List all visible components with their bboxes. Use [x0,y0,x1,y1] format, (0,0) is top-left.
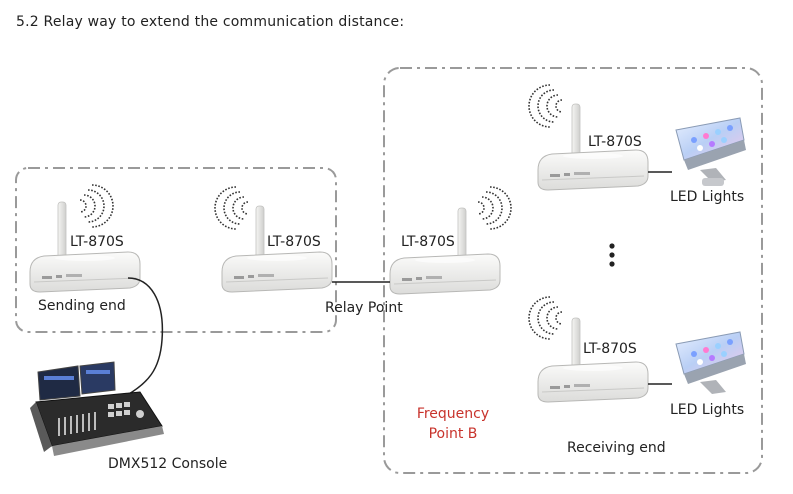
wireless-waves-icon [214,186,249,230]
antenna [57,201,67,259]
sending-end-label: Sending end [38,298,126,314]
device-receiver-2 [528,296,672,403]
dmx-cable [117,277,164,401]
wireless-waves-icon [79,184,114,228]
antenna [457,207,467,261]
led-light-2 [675,331,746,394]
device-label-relay-rx: LT-870S [401,234,455,250]
dmx-console-label: DMX512 Console [108,456,228,472]
receiving-end-label: Receiving end [567,440,666,456]
device-receiver-1 [528,84,672,191]
dmx-console [30,361,164,456]
device-relay-receiver [389,186,512,295]
device-relay-transmitter [214,186,333,293]
device-label-receiver-1: LT-870S [588,134,642,150]
more-receivers-dots [609,243,615,267]
wireless-waves-icon [477,186,512,230]
frequency-point-line-1: Frequency [416,406,490,422]
device-label-receiver-2: LT-870S [583,341,637,357]
led-lights-label-1: LED Lights [670,189,745,205]
device-label-sending: LT-870S [70,234,124,250]
frequency-point-label: Frequency Point B [408,404,498,444]
led-lights-label-2: LED Lights [670,402,745,418]
frequency-point-line-2: Point B [428,426,478,442]
wireless-waves-icon [528,296,563,340]
device-label-relay-tx: LT-870S [267,234,321,250]
antenna [255,205,265,259]
section-heading: 5.2 Relay way to extend the communicatio… [16,14,405,30]
wireless-waves-icon [528,84,563,128]
led-light-1 [675,117,746,186]
relay-point-label: Relay Point [325,300,403,316]
device-sending-end [29,184,141,293]
